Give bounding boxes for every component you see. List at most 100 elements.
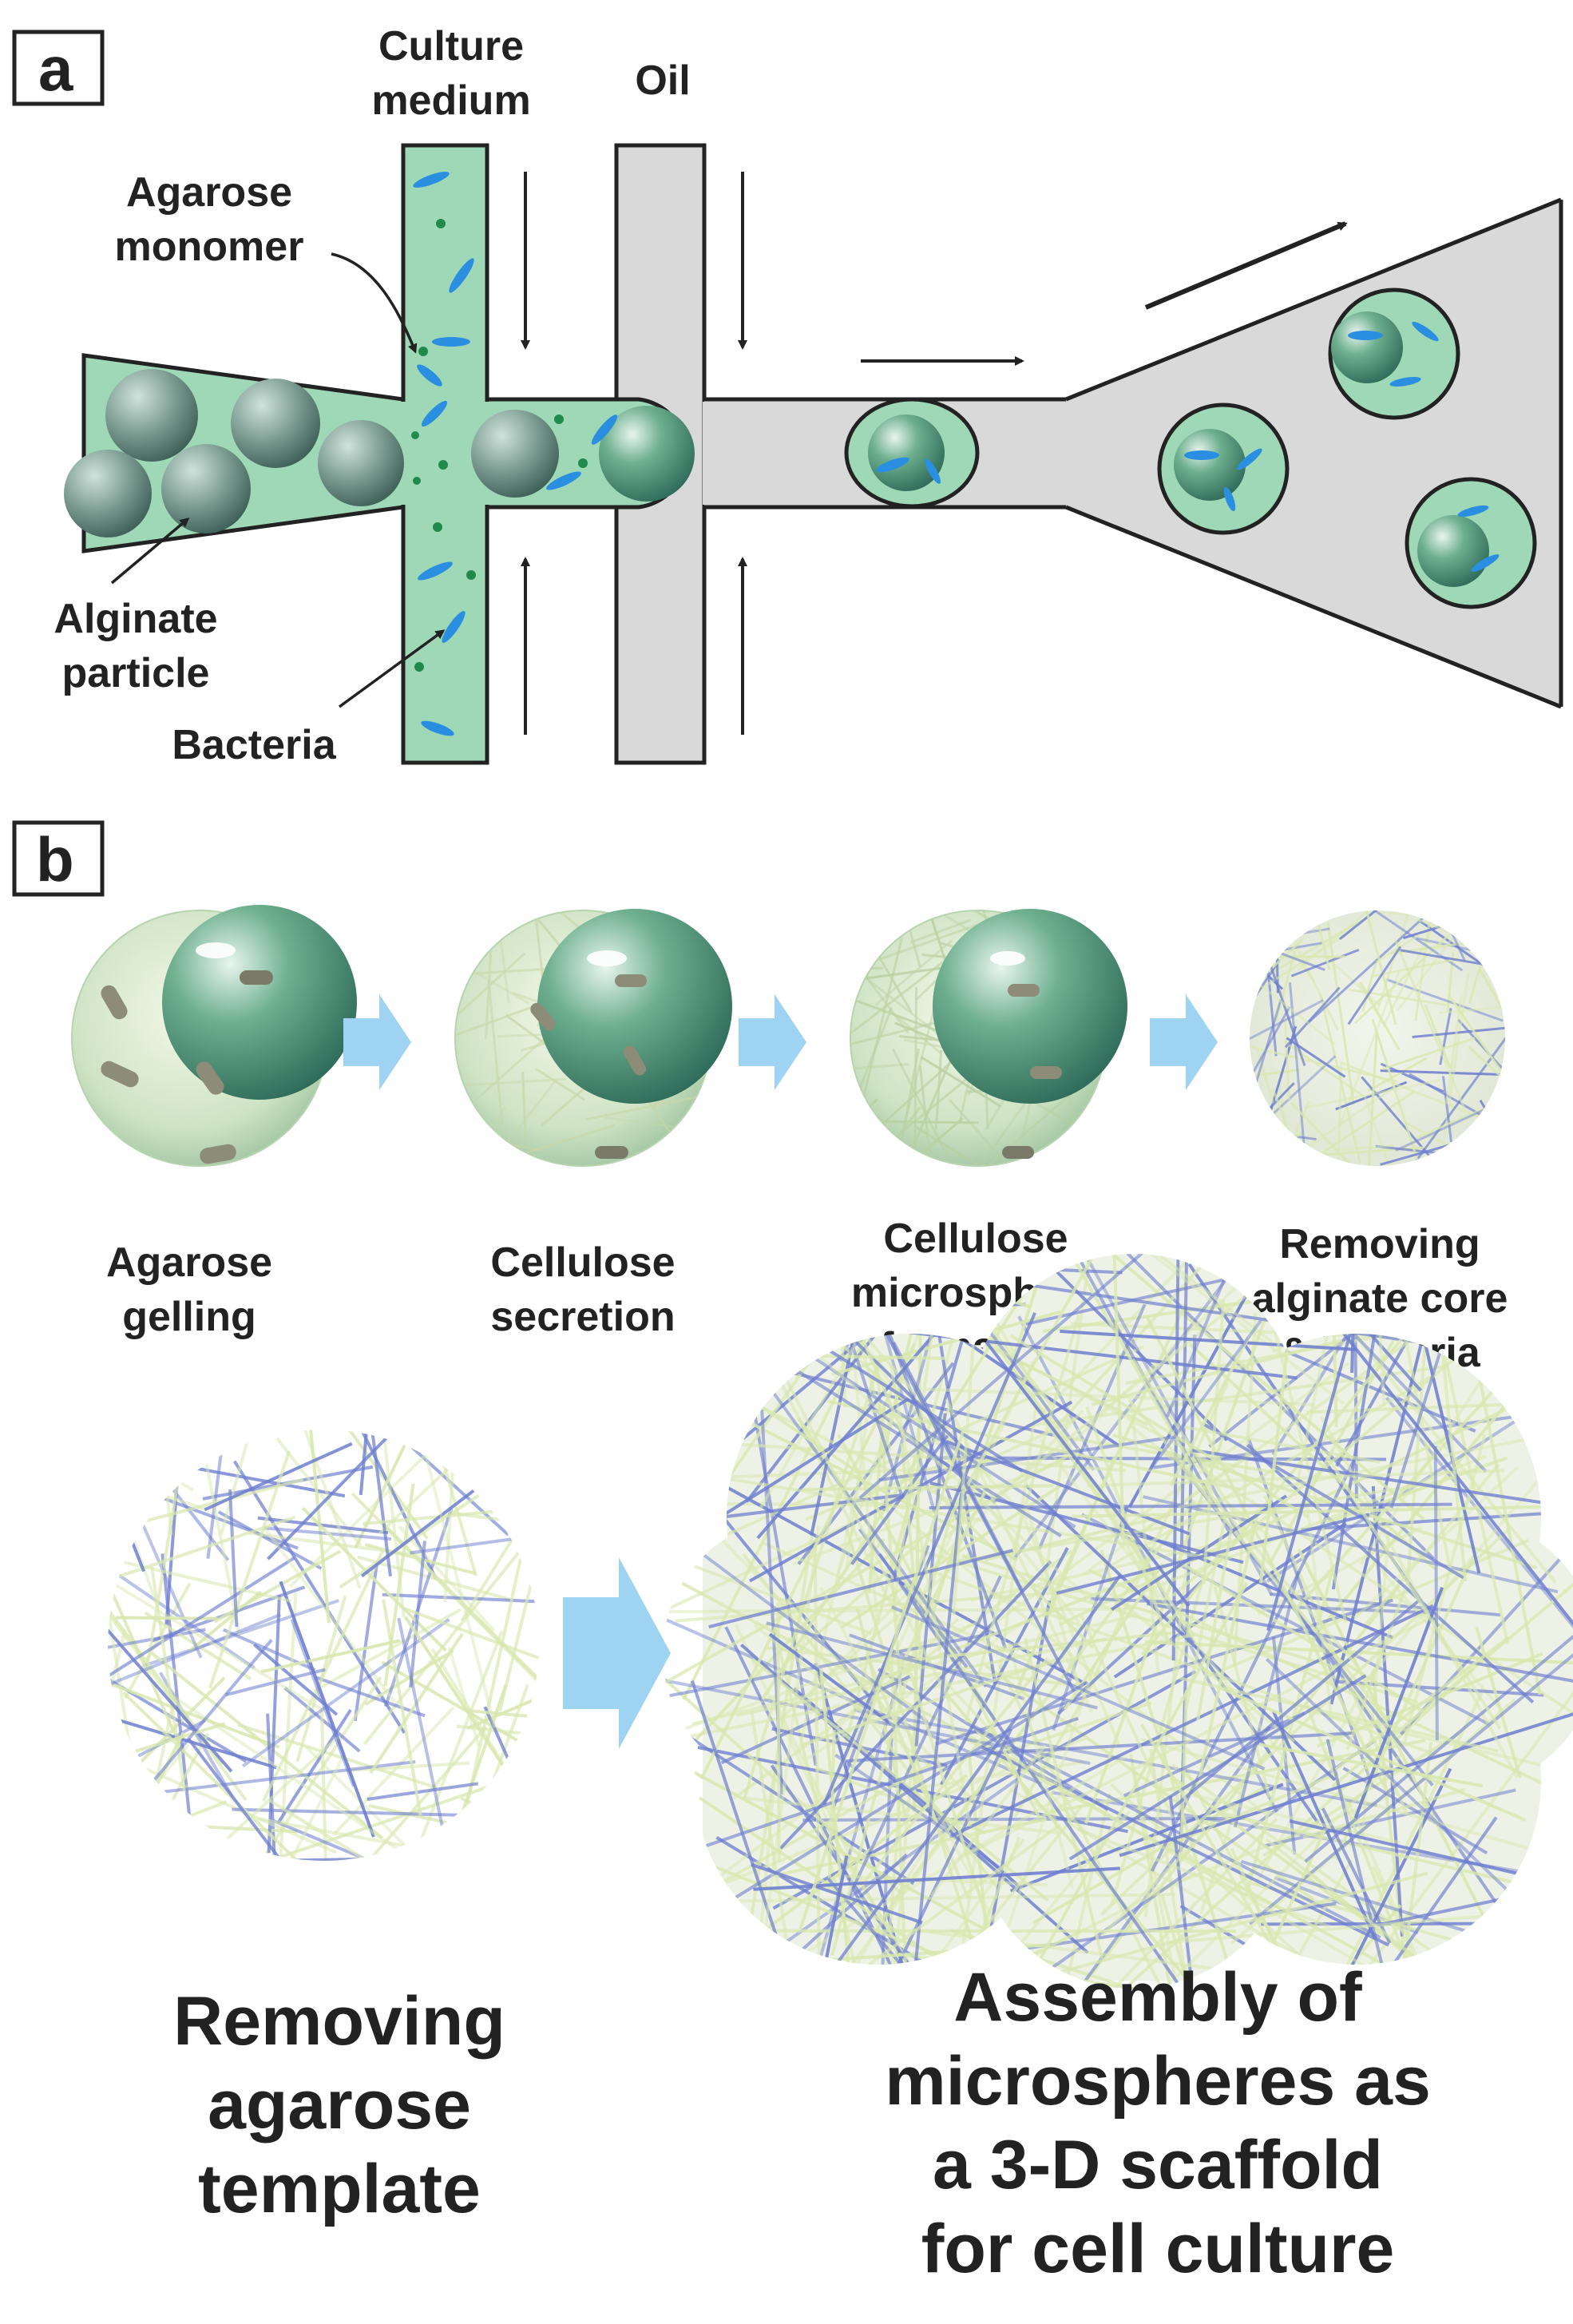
- step-1-line-2: gelling: [122, 1294, 256, 1340]
- cellulose-fiber: [163, 1688, 401, 1852]
- cellulose-fiber: [1039, 1438, 1313, 1795]
- cellulose-fiber: [945, 1440, 1191, 1536]
- cellulose-fiber: [1284, 1017, 1290, 1101]
- cellulose-fiber: [1395, 1081, 1505, 1152]
- cellulose-fiber: [766, 1621, 1098, 1710]
- cellulose-fiber: [822, 1311, 1036, 1806]
- cellulose-fiber: [301, 1507, 447, 1652]
- cellulose-fiber: [1100, 1822, 1217, 1937]
- cellulose-fiber: [843, 1311, 961, 1744]
- cellulose-fiber: [487, 981, 504, 1127]
- cellulose-fiber: [969, 1805, 1084, 1946]
- cellulose-fiber: [1109, 1254, 1274, 1344]
- cellulose-fiber: [940, 1818, 1278, 1989]
- cellulose-fiber: [141, 1799, 232, 1861]
- cellulose-fiber: [353, 1565, 378, 1722]
- cellulose-fiber: [257, 1516, 389, 1535]
- cellulose-fiber: [791, 1331, 1100, 1608]
- cellulose-fiber: [798, 1430, 965, 1929]
- cellulose-fiber: [266, 1713, 281, 1861]
- cellulose-fiber: [932, 1456, 1386, 1461]
- cellulose-fiber: [1283, 1041, 1365, 1097]
- cellulose-fiber: [442, 1430, 465, 1603]
- bottom-left-line-1: Removing: [173, 1983, 505, 2060]
- droplets-in-expansion: [1157, 288, 1537, 609]
- cellulose-fiber: [964, 1314, 1080, 1723]
- cellulose-fiber: [315, 1676, 426, 1718]
- cellulose-fiber: [1489, 910, 1505, 967]
- cellulose-fiber: [1196, 1529, 1233, 1721]
- cellulose-fiber: [845, 1370, 875, 1571]
- cellulose-fiber: [475, 972, 530, 1005]
- cellulose-fiber: [1340, 1144, 1394, 1152]
- cellulose-fiber: [1145, 1315, 1390, 1795]
- cellulose-fiber: [204, 1457, 241, 1636]
- step-agarose-gelling-sphere: [71, 905, 357, 1167]
- cellulose-fiber: [1363, 1463, 1500, 1627]
- cellulose-fiber: [1353, 1587, 1444, 1819]
- cellulose-fiber: [1456, 1018, 1505, 1074]
- cellulose-fiber: [1288, 982, 1308, 1166]
- cellulose-fiber: [383, 1483, 415, 1687]
- label-oil: Oil: [635, 58, 690, 104]
- cellulose-fiber: [159, 1672, 235, 1799]
- cellulose-fiber: [1250, 1041, 1397, 1083]
- cellulose-fiber: [882, 1120, 979, 1124]
- cellulose-fiber: [319, 1707, 328, 1861]
- cellulose-fiber: [290, 1618, 355, 1787]
- cellulose-fiber: [279, 1580, 375, 1838]
- cellulose-fiber: [108, 1627, 233, 1773]
- cellulose-fiber: [237, 1723, 438, 1790]
- cellulose-fiber: [1094, 1254, 1425, 1521]
- panel-b-letter-box: [12, 820, 105, 897]
- cellulose-fiber: [187, 1737, 317, 1861]
- cellulose-fiber: [929, 1743, 1047, 1898]
- cellulose-fiber: [1171, 1556, 1426, 1714]
- cellulose-fiber: [364, 1543, 477, 1576]
- cellulose-fiber: [1266, 1398, 1550, 1583]
- cellulose-fiber: [845, 1254, 937, 1513]
- cellulose-fiber: [663, 1607, 1134, 1614]
- cellulose-fiber: [378, 1430, 539, 1535]
- cellulose-fiber: [1020, 1254, 1193, 1467]
- cellulose-fiber: [946, 1479, 1444, 1565]
- cellulose-fiber: [792, 1366, 1062, 1537]
- cellulose-fiber: [402, 1606, 539, 1661]
- cellulose-fiber: [1357, 982, 1387, 1028]
- cellulose-fiber: [1444, 995, 1463, 1104]
- cellulose-fiber: [1250, 1132, 1304, 1160]
- cellulose-fiber: [108, 1503, 185, 1755]
- cellulose-fiber: [367, 1782, 479, 1801]
- cellulose-fiber: [504, 1078, 558, 1147]
- cellulose-fiber: [410, 1533, 538, 1555]
- cellulose-fiber: [262, 1550, 385, 1802]
- cellulose-fiber: [1110, 1549, 1213, 1906]
- cellulose-fiber: [374, 1825, 539, 1861]
- cellulose-fiber: [1338, 910, 1407, 941]
- cellulose-fiber: [1246, 1443, 1535, 1703]
- cellulose-fiber: [938, 1254, 1228, 1442]
- cellulose-fiber: [834, 1753, 1002, 1870]
- label-culture: Culture: [378, 23, 524, 69]
- cellulose-fiber: [331, 1430, 438, 1580]
- cellulose-fiber: [1365, 1033, 1378, 1166]
- cellulose-fiber: [236, 1856, 418, 1861]
- cellulose-fiber: [1167, 1911, 1520, 1945]
- cellulose-fiber: [892, 1048, 961, 1166]
- cellulose-fiber: [1010, 1756, 1403, 1989]
- cellulose-fiber: [108, 1519, 137, 1612]
- bottom-right-line-3: a 3-D scaffold: [933, 2127, 1383, 2203]
- cellulose-fiber: [1441, 1076, 1453, 1143]
- cellulose-fiber: [1119, 1703, 1573, 1858]
- cellulose-fiber: [1386, 1742, 1433, 1989]
- cellulose-fiber: [455, 967, 550, 978]
- cellulose-fiber: [150, 1652, 384, 1840]
- panel-a-letter: a: [38, 34, 73, 104]
- cellulose-fiber: [479, 1792, 539, 1861]
- cellulose-fiber: [1202, 1299, 1226, 1585]
- cellulose-fiber: [164, 1430, 192, 1625]
- panel-a-labels: Culture medium Oil Agarose monomer Algin…: [53, 23, 690, 768]
- cellulose-fiber: [973, 1724, 1381, 1939]
- label-medium: medium: [371, 77, 530, 124]
